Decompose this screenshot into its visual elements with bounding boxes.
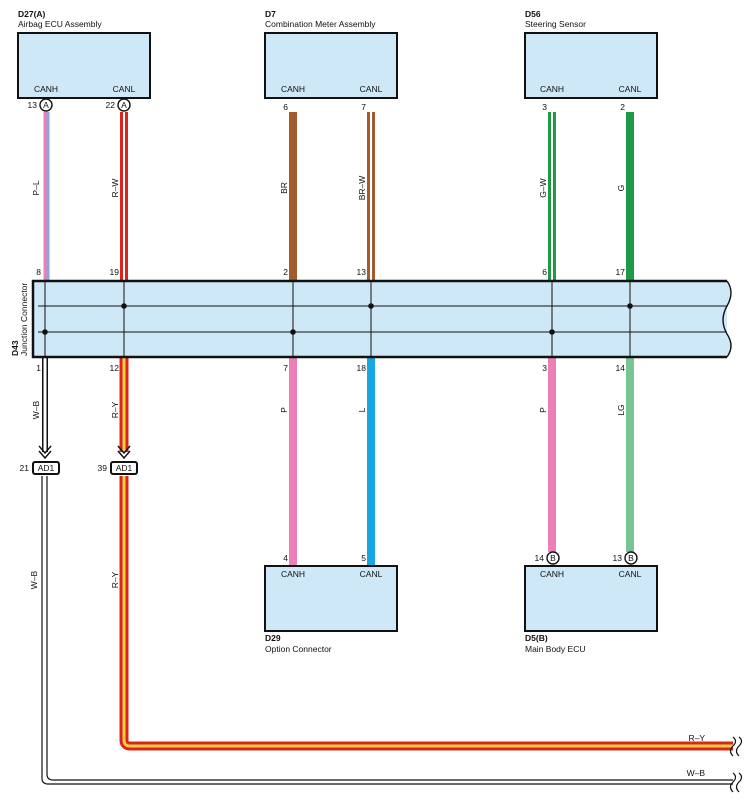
junction-bottom-terminal-4: 18: [357, 363, 367, 373]
junction-connector-outline: [31, 279, 727, 359]
junction-internal-verticals: [44, 281, 631, 357]
wire-label-d27-canh: P–L: [31, 180, 41, 195]
d27-canl-pin-label: CANL: [113, 84, 136, 94]
d56-canl-pin-label: CANL: [619, 84, 642, 94]
junction-bottom-terminal-3: 7: [283, 363, 288, 373]
d27-name: Airbag ECU Assembly: [18, 19, 102, 29]
wire-bus-ry: [119, 357, 733, 751]
d7-canh-pin-label: CANH: [281, 84, 305, 94]
wire-label-d56-canl: G: [616, 185, 626, 192]
d29-name: Option Connector: [265, 644, 332, 654]
ad1-right-label: AD1: [116, 463, 133, 473]
d5-code: D5(B): [525, 633, 548, 643]
wire-label-d5-canh: P: [538, 407, 548, 413]
d27-canh-tag: A: [43, 100, 49, 110]
d27-canl-terminal: 22: [106, 100, 116, 110]
ad1-arrow-right: [117, 445, 131, 460]
d27-canl-tag-circle: [117, 98, 131, 112]
junction-bottom-terminal-6: 14: [616, 363, 626, 373]
junction-top-terminal-4: 13: [357, 267, 367, 277]
d5-canl-terminal: 13: [613, 553, 623, 563]
d5-canl-tag: B: [628, 553, 634, 563]
wire-label-d7-canh: BR: [279, 182, 289, 194]
wire-label-d29-canl: L: [357, 407, 367, 412]
d5-name: Main Body ECU: [525, 644, 585, 654]
d27-canh-pin-label: CANH: [34, 84, 58, 94]
junction-top-terminal-3: 2: [283, 267, 288, 277]
wire-d27-canh: [43, 112, 50, 281]
junction-bottom-terminal-5: 3: [542, 363, 547, 373]
d7-box: [264, 32, 398, 99]
d5-canh-pin-label: CANH: [540, 569, 564, 579]
d5-canh-terminal: 14: [535, 553, 545, 563]
ad1-connector-left: [32, 461, 60, 475]
d27-canh-terminal: 13: [28, 100, 38, 110]
d27-canl-tag: A: [121, 100, 127, 110]
d27-code: D27(A): [18, 9, 46, 19]
d7-canl-pin-label: CANL: [360, 84, 383, 94]
d7-canh-terminal: 6: [283, 102, 288, 112]
d7-name: Combination Meter Assembly: [265, 19, 376, 29]
d29-code: D29: [265, 633, 281, 643]
d29-canl-terminal: 5: [361, 553, 366, 563]
d5-canh-tag-circle: [546, 551, 560, 565]
d5-box: [524, 565, 658, 632]
ad1-left-terminal: 21: [20, 463, 30, 473]
d56-code: D56: [525, 9, 541, 19]
junction-top-terminal-6: 17: [616, 267, 626, 277]
junction-code: D43: [10, 340, 20, 356]
d5-canl-pin-label: CANL: [619, 569, 642, 579]
wire-break-marks: [729, 736, 743, 793]
d29-canh-terminal: 4: [283, 553, 288, 563]
wire-label-bus-lower: R–Y: [110, 571, 120, 588]
d56-canl-terminal: 2: [620, 102, 625, 112]
wire-label-d27-canl: R–W: [110, 179, 120, 198]
wire-label-d56-canh: G–W: [538, 178, 548, 197]
wire-label-d7-canl: BR–W: [357, 176, 367, 201]
junction-break-edge: [722, 280, 732, 358]
d7-code: D7: [265, 9, 276, 19]
wire-label-d29-canh: P: [279, 407, 289, 413]
d27-canh-tag-circle: [39, 98, 53, 112]
d5-canh-tag: B: [550, 553, 556, 563]
junction-top-terminal-5: 6: [542, 267, 547, 277]
d5-canl-tag-circle: [624, 551, 638, 565]
ad1-connector-right: [110, 461, 138, 475]
d7-canl-terminal: 7: [361, 102, 366, 112]
junction-bottom-terminal-2: 12: [110, 363, 120, 373]
d29-canh-pin-label: CANH: [281, 569, 305, 579]
ad1-arrow-left: [38, 445, 52, 460]
wire-label-bus-upper: R–Y: [110, 401, 120, 418]
d29-canl-pin-label: CANL: [360, 569, 383, 579]
junction-splice-dots: [42, 303, 633, 335]
d56-canh-pin-label: CANH: [540, 84, 564, 94]
d56-box: [524, 32, 658, 99]
junction-connector-box: [33, 281, 727, 357]
wire-label-d5-canl: LG: [616, 404, 626, 415]
d56-name: Steering Sensor: [525, 19, 586, 29]
junction-bottom-terminal-1: 1: [36, 363, 41, 373]
wire-ground: [41, 357, 733, 785]
ad1-right-terminal: 39: [98, 463, 108, 473]
junction-top-terminal-2: 19: [110, 267, 120, 277]
d56-canh-terminal: 3: [542, 102, 547, 112]
wire-label-ground-upper: W–B: [31, 400, 41, 419]
wire-label-ground-lower: W–B: [29, 570, 39, 589]
wire-label-exit-ground: W–B: [687, 768, 706, 778]
junction-top-terminal-1: 8: [36, 267, 41, 277]
wire-label-exit-bus: R–Y: [688, 733, 705, 743]
d27-box: [17, 32, 151, 99]
junction-name: Junction Connector: [19, 283, 29, 356]
ad1-left-label: AD1: [38, 463, 55, 473]
d29-box: [264, 565, 398, 632]
